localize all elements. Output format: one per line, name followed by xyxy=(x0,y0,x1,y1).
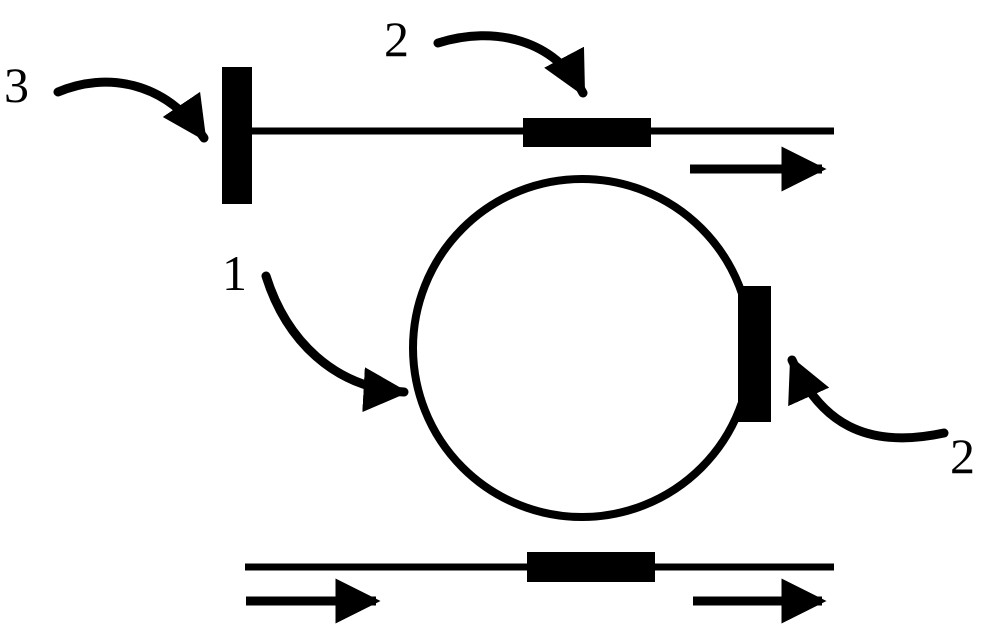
label-1: 1 xyxy=(222,245,247,301)
label-2-top: 2 xyxy=(384,11,409,67)
callout-arrow-1 xyxy=(261,271,409,413)
callout-arrow-2-top xyxy=(433,31,588,98)
ring-resonator xyxy=(409,175,755,521)
label-2-right: 2 xyxy=(950,428,975,484)
top-waveguide-block xyxy=(523,118,651,147)
label-3: 3 xyxy=(4,57,29,113)
callout-arrow-2-right xyxy=(787,355,949,443)
reflector-element xyxy=(222,67,252,204)
ring-block xyxy=(738,286,771,422)
callout-arrow-3 xyxy=(53,77,209,143)
bottom-waveguide-block xyxy=(527,552,655,582)
